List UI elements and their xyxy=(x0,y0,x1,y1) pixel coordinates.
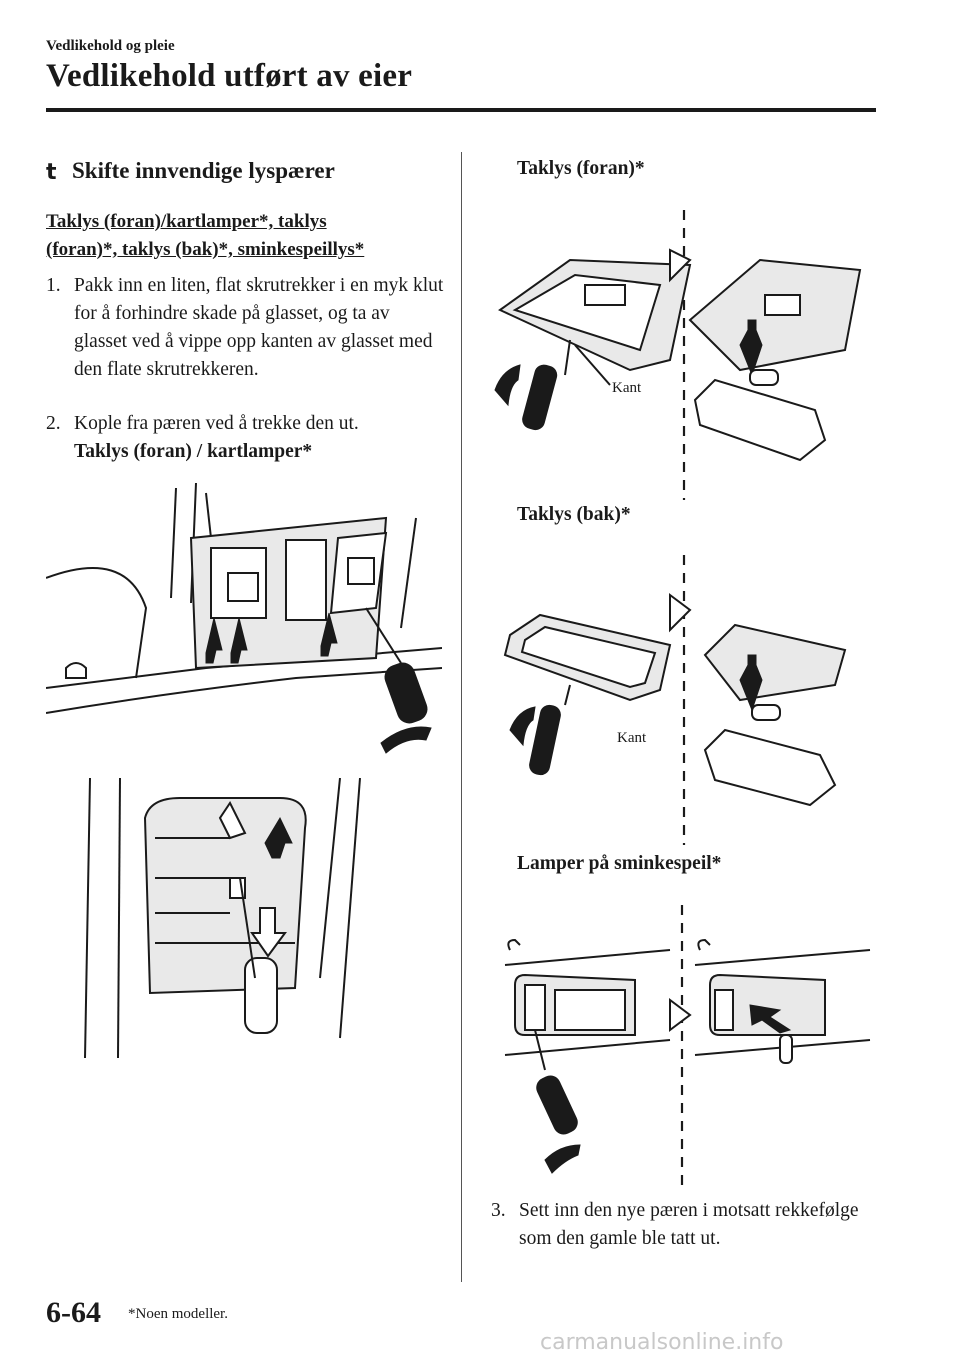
vanity-mirror-illustration xyxy=(504,905,871,1185)
front-map-lamp-illustration xyxy=(46,482,442,754)
figure-label-rear: Taklys (bak)* xyxy=(517,504,631,525)
page-title: Vedlikehold utført av eier xyxy=(46,58,413,94)
page-number: 6-64 xyxy=(46,1296,101,1329)
figure-label-vanity: Lamper på sminkespeil* xyxy=(517,853,722,874)
subheading: Taklys (foran)/kartlamper*, taklys (fora… xyxy=(46,208,446,264)
figure-label-front-map: Taklys (foran) / kartlamper* xyxy=(74,441,313,462)
edge-label: Kant xyxy=(617,730,647,746)
column-divider xyxy=(461,152,462,1282)
figure-label-front: Taklys (foran)* xyxy=(517,158,645,179)
step-text: Pakk inn en liten, flat skrutrekker i en… xyxy=(74,275,444,380)
step-text: Kople fra pæren ved å trekke den ut. Tak… xyxy=(74,410,446,466)
subheading-line-1: Taklys (foran)/kartlamper*, taklys xyxy=(46,211,327,232)
section-heading: Skifte innvendige lyspærer xyxy=(72,158,335,183)
subheading-line-2: (foran)*, taklys (bak)*, sminkespeillys* xyxy=(46,239,365,260)
title-rule xyxy=(46,108,876,112)
step-number: 2. xyxy=(46,413,61,434)
step-text: Sett inn den nye pæren i motsatt rekkefø… xyxy=(519,1200,859,1249)
step-number: 3. xyxy=(491,1200,506,1221)
bulb-detail-illustration xyxy=(84,778,361,1058)
step-1: 1. Pakk inn en liten, flat skrutrekker i… xyxy=(46,272,446,384)
watermark: carmanualsonline.info xyxy=(540,1330,784,1355)
footnote: *Noen modeller. xyxy=(128,1306,228,1322)
step-2: 2. Kople fra pæren ved å trekke den ut. … xyxy=(46,410,446,466)
edge-label: Kant xyxy=(612,380,642,396)
step-text-body: Kople fra pæren ved å trekke den ut. xyxy=(74,413,359,434)
step-number: 1. xyxy=(46,275,61,296)
step-3: 3. Sett inn den nye pæren i motsatt rekk… xyxy=(491,1197,891,1253)
front-overhead-illustration xyxy=(494,210,862,500)
section-kicker: Vedlikehold og pleie xyxy=(46,38,175,54)
section-bullet-icon: t xyxy=(46,160,57,185)
rear-overhead-illustration xyxy=(503,555,847,845)
